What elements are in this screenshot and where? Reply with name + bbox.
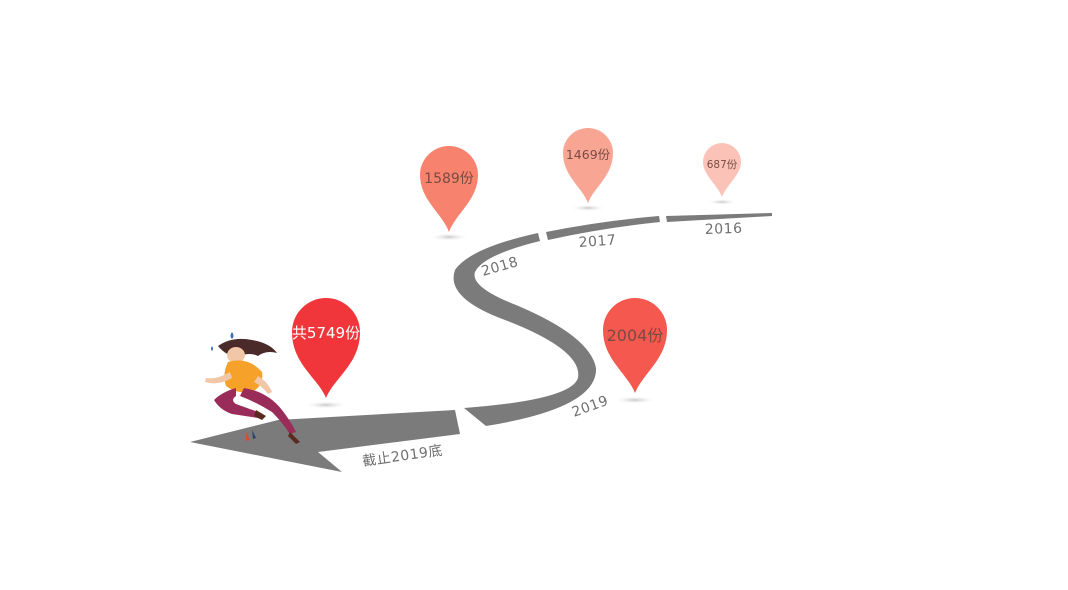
pin-2018-shape bbox=[420, 146, 478, 232]
pin-2017-shape bbox=[563, 128, 613, 203]
road-segment-2017 bbox=[546, 216, 660, 240]
road-arrow bbox=[190, 410, 460, 472]
runner-arm-back bbox=[205, 372, 232, 384]
pin-2017-text: 1469份 bbox=[566, 147, 611, 162]
pin-total: 共5749份 bbox=[292, 298, 360, 409]
sweat-drop-icon bbox=[230, 332, 234, 339]
road-segment-2018-2019 bbox=[453, 233, 597, 426]
pin-2016-shape bbox=[703, 143, 741, 197]
pin-total-text: 共5749份 bbox=[292, 324, 360, 342]
pin-total-shape bbox=[292, 298, 360, 398]
label-2017: 2017 bbox=[578, 232, 617, 251]
runner-leg-front bbox=[240, 388, 296, 434]
sweat-drop-icon bbox=[211, 346, 213, 351]
dust-mark bbox=[246, 432, 250, 441]
dust-mark bbox=[252, 430, 256, 439]
pin-2019: 2004份 bbox=[603, 298, 667, 404]
label-end: 截止2019底 bbox=[361, 443, 444, 470]
pin-2017: 1469份 bbox=[563, 128, 613, 212]
label-2016: 2016 bbox=[705, 221, 743, 238]
pin-shadow bbox=[613, 396, 657, 404]
pin-shadow bbox=[304, 401, 348, 409]
pin-shadow bbox=[707, 199, 737, 205]
runner-leg-back bbox=[214, 388, 258, 418]
pin-shadow bbox=[429, 233, 469, 241]
pin-2018: 1589份 bbox=[420, 146, 478, 241]
runner-shirt bbox=[224, 360, 263, 393]
pin-2016: 687份 bbox=[703, 143, 741, 205]
road-segment-2016 bbox=[666, 213, 772, 222]
runner-face bbox=[227, 347, 245, 363]
pin-2016-text: 687份 bbox=[707, 159, 738, 171]
pin-2018-text: 1589份 bbox=[424, 171, 474, 187]
pin-2019-shape bbox=[603, 298, 667, 393]
runner-arm-front bbox=[254, 376, 272, 394]
runner-hair bbox=[218, 338, 277, 357]
pin-shadow bbox=[570, 204, 606, 212]
pin-2019-text: 2004份 bbox=[607, 326, 664, 345]
runner-shoe bbox=[254, 410, 266, 420]
runner-illustration bbox=[205, 332, 300, 444]
runner-shoe bbox=[288, 432, 300, 444]
road bbox=[190, 213, 772, 472]
